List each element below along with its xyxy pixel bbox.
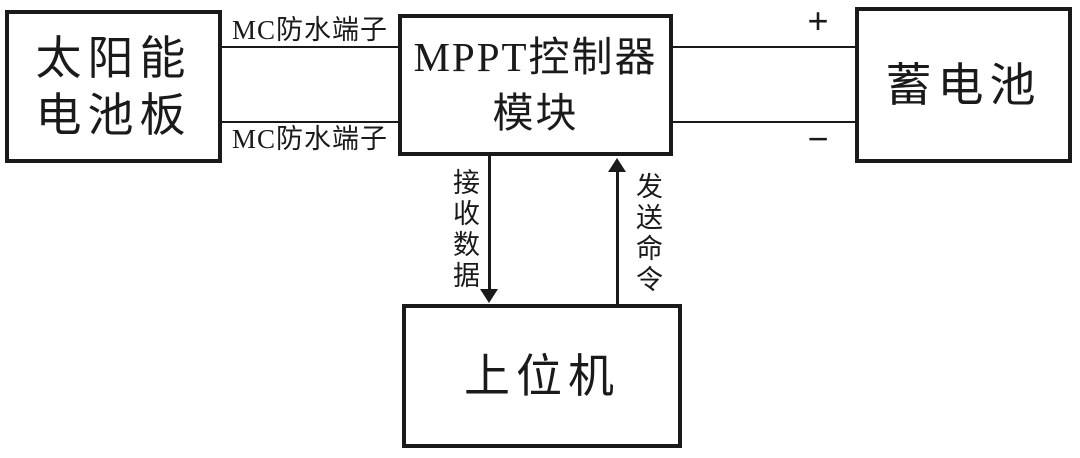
arrowhead-down-icon	[480, 289, 498, 303]
arrowhead-up-icon	[608, 158, 626, 172]
mppt-controller-box: MPPT控制器 模块	[398, 14, 673, 156]
mc-terminal-label-top: MC防水端子	[231, 15, 389, 45]
host-computer-label: 上位机	[464, 350, 620, 402]
wire-mppt-to-battery-plus	[673, 46, 855, 48]
host-computer-box: 上位机	[402, 304, 682, 448]
mppt-label-line2: 模块	[492, 90, 579, 136]
solar-panel-label-line2: 电池板	[35, 89, 192, 141]
wire-solar-to-mppt-top	[222, 46, 398, 48]
wire-solar-to-mppt-bottom	[222, 121, 398, 123]
arrow-up-line	[616, 171, 619, 305]
solar-panel-box: 太阳能 电池板	[5, 10, 222, 163]
battery-label: 蓄电池	[885, 59, 1042, 111]
minus-polarity-label: −	[807, 118, 829, 159]
plus-polarity-label: +	[807, 0, 829, 41]
receive-data-label: 接收数据	[449, 168, 479, 292]
battery-box: 蓄电池	[855, 7, 1072, 163]
solar-panel-label-line1: 太阳能	[35, 32, 192, 84]
mppt-label-line1: MPPT控制器	[413, 34, 658, 80]
send-command-label: 发送命令	[632, 172, 662, 296]
arrow-down-line	[488, 156, 491, 293]
mc-terminal-label-bottom: MC防水端子	[231, 124, 389, 154]
wire-mppt-to-battery-minus	[673, 121, 855, 123]
